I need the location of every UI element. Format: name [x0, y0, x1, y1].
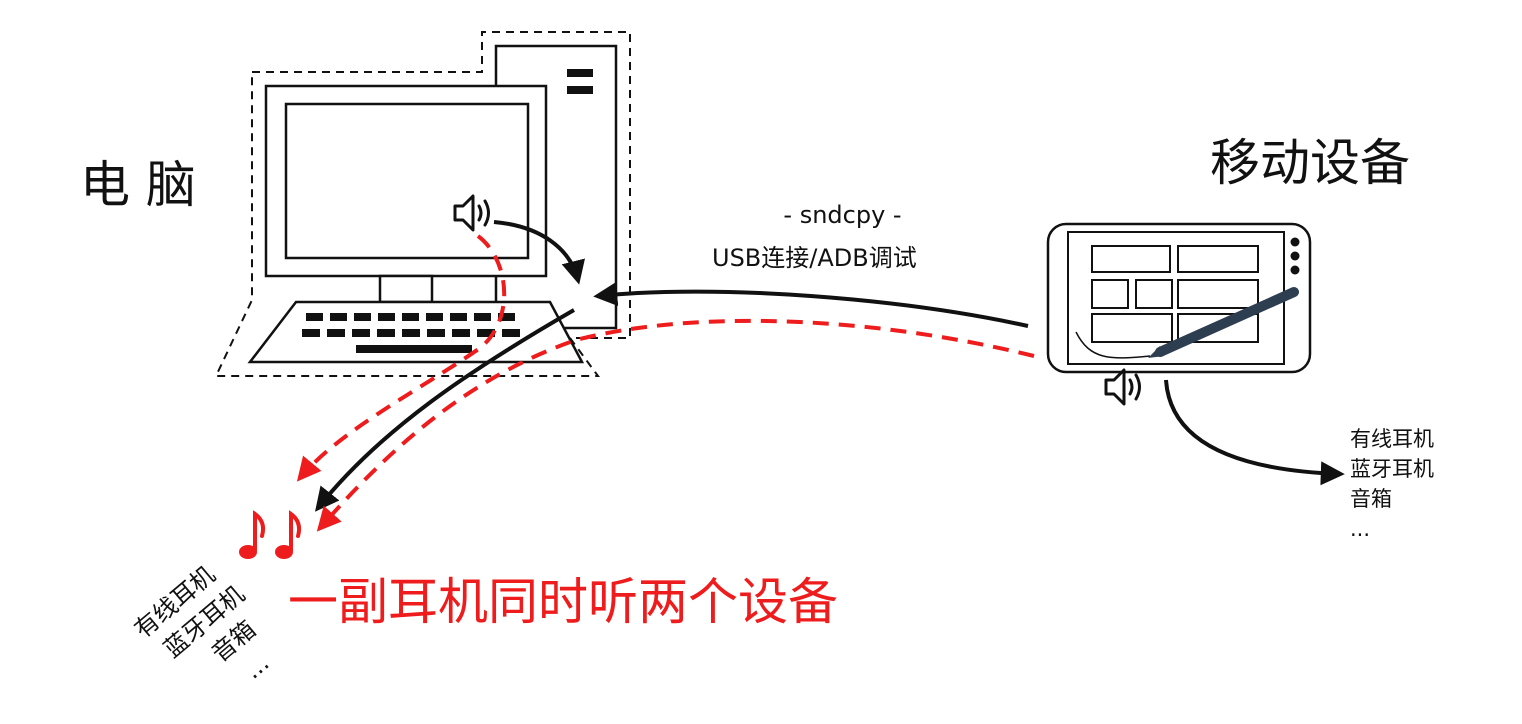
music-notes-icon	[239, 510, 302, 559]
keyboard-key	[378, 313, 395, 321]
pc-label: 电 脑	[80, 156, 196, 214]
mobile-audio-red-path	[316, 318, 1035, 532]
keyboard-key	[474, 313, 491, 321]
mobile-device	[1046, 222, 1312, 374]
pc-keyboard	[247, 300, 585, 364]
stylus-icon	[1148, 287, 1299, 358]
pc-audio-arrow	[493, 220, 585, 285]
keyboard-key	[402, 313, 419, 321]
mobile-output-arrow	[1164, 379, 1345, 486]
keyboard-key	[330, 313, 347, 321]
speaker-icon	[1104, 368, 1141, 406]
list-item: 音箱	[1350, 487, 1392, 511]
keyboard-key	[327, 329, 345, 337]
headline: 一副耳机同时听两个设备	[288, 573, 838, 631]
list-item: 蓝牙耳机	[1350, 457, 1434, 481]
keyboard-key	[450, 313, 467, 321]
keyboard-key	[502, 329, 520, 337]
pc-to-headphones-arrow	[315, 308, 575, 512]
audio-routing-diagram	[214, 31, 1345, 559]
keyboard-key	[402, 329, 420, 337]
speaker-icon	[453, 194, 490, 232]
list-item: 有线耳机	[1350, 427, 1434, 451]
keyboard-key	[427, 329, 445, 337]
keyboard-key	[426, 313, 443, 321]
keyboard-key	[354, 313, 371, 321]
keyboard-key	[452, 329, 470, 337]
pc-audio-red-path	[296, 234, 507, 482]
keyboard-key	[477, 329, 495, 337]
keyboard-key	[302, 329, 320, 337]
keyboard-key	[377, 329, 395, 337]
keyboard-key	[352, 329, 370, 337]
keyboard-key	[498, 313, 515, 321]
protocol-name: - sndcpy -	[783, 201, 902, 229]
keyboard-key	[306, 313, 323, 321]
mobile-to-pc-arrow	[593, 282, 1029, 328]
mobile-output-list: 有线耳机 蓝牙耳机 音箱 ...	[1350, 424, 1434, 544]
pc-monitor	[264, 84, 548, 304]
list-item: ...	[1350, 517, 1371, 541]
mobile-label: 移动设备	[1210, 134, 1410, 192]
protocol-connection: USB连接/ADB调试	[712, 244, 917, 272]
